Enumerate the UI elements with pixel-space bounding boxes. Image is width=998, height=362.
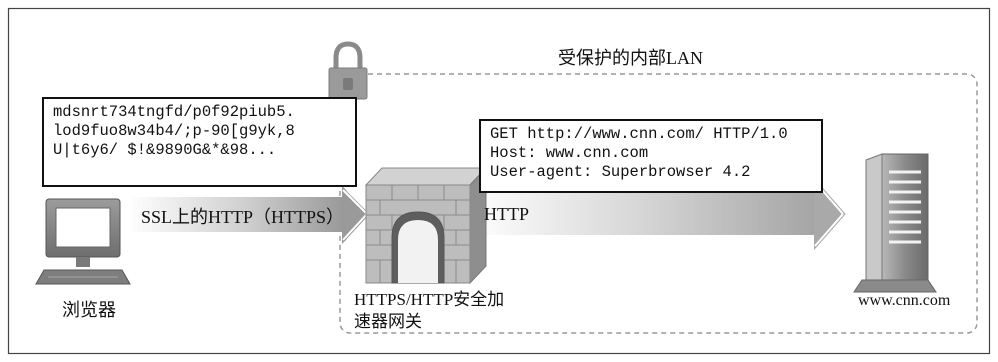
http-arrow [468,178,850,250]
encrypted-line-2: lod9fuo8w34b4/;p-90[g9yk,8 [53,122,295,140]
http-arrow-label: HTTP [484,204,529,224]
gateway-label: HTTPS/HTTP安全加速器网关 [354,290,505,331]
server-icon [853,153,937,293]
encrypted-line-1: mdsnrt734tngfd/p0f92piub5. [53,103,295,121]
request-line-3: User-agent: Superbrowser 4.2 [490,163,751,181]
encrypted-line-3: U|t6y6/ $!&9890G&*&98... [53,141,277,159]
gateway-gate-icon [364,166,488,285]
server-label: www.cnn.com [858,292,951,309]
lan-title: 受保护的内部LAN [558,48,703,68]
ssl-arrow-label: SSL上的HTTP（HTTPS） [141,207,345,227]
lock-icon [328,41,368,100]
outer-frame [7,7,991,355]
request-line-1: GET http://www.cnn.com/ HTTP/1.0 [490,125,788,143]
computer-icon [35,198,131,285]
request-line-2: Host: www.cnn.com [490,144,649,162]
encrypted-message-box: mdsnrt734tngfd/p0f92piub5.lod9fuo8w34b4/… [42,97,357,187]
browser-label: 浏览器 [62,300,116,320]
